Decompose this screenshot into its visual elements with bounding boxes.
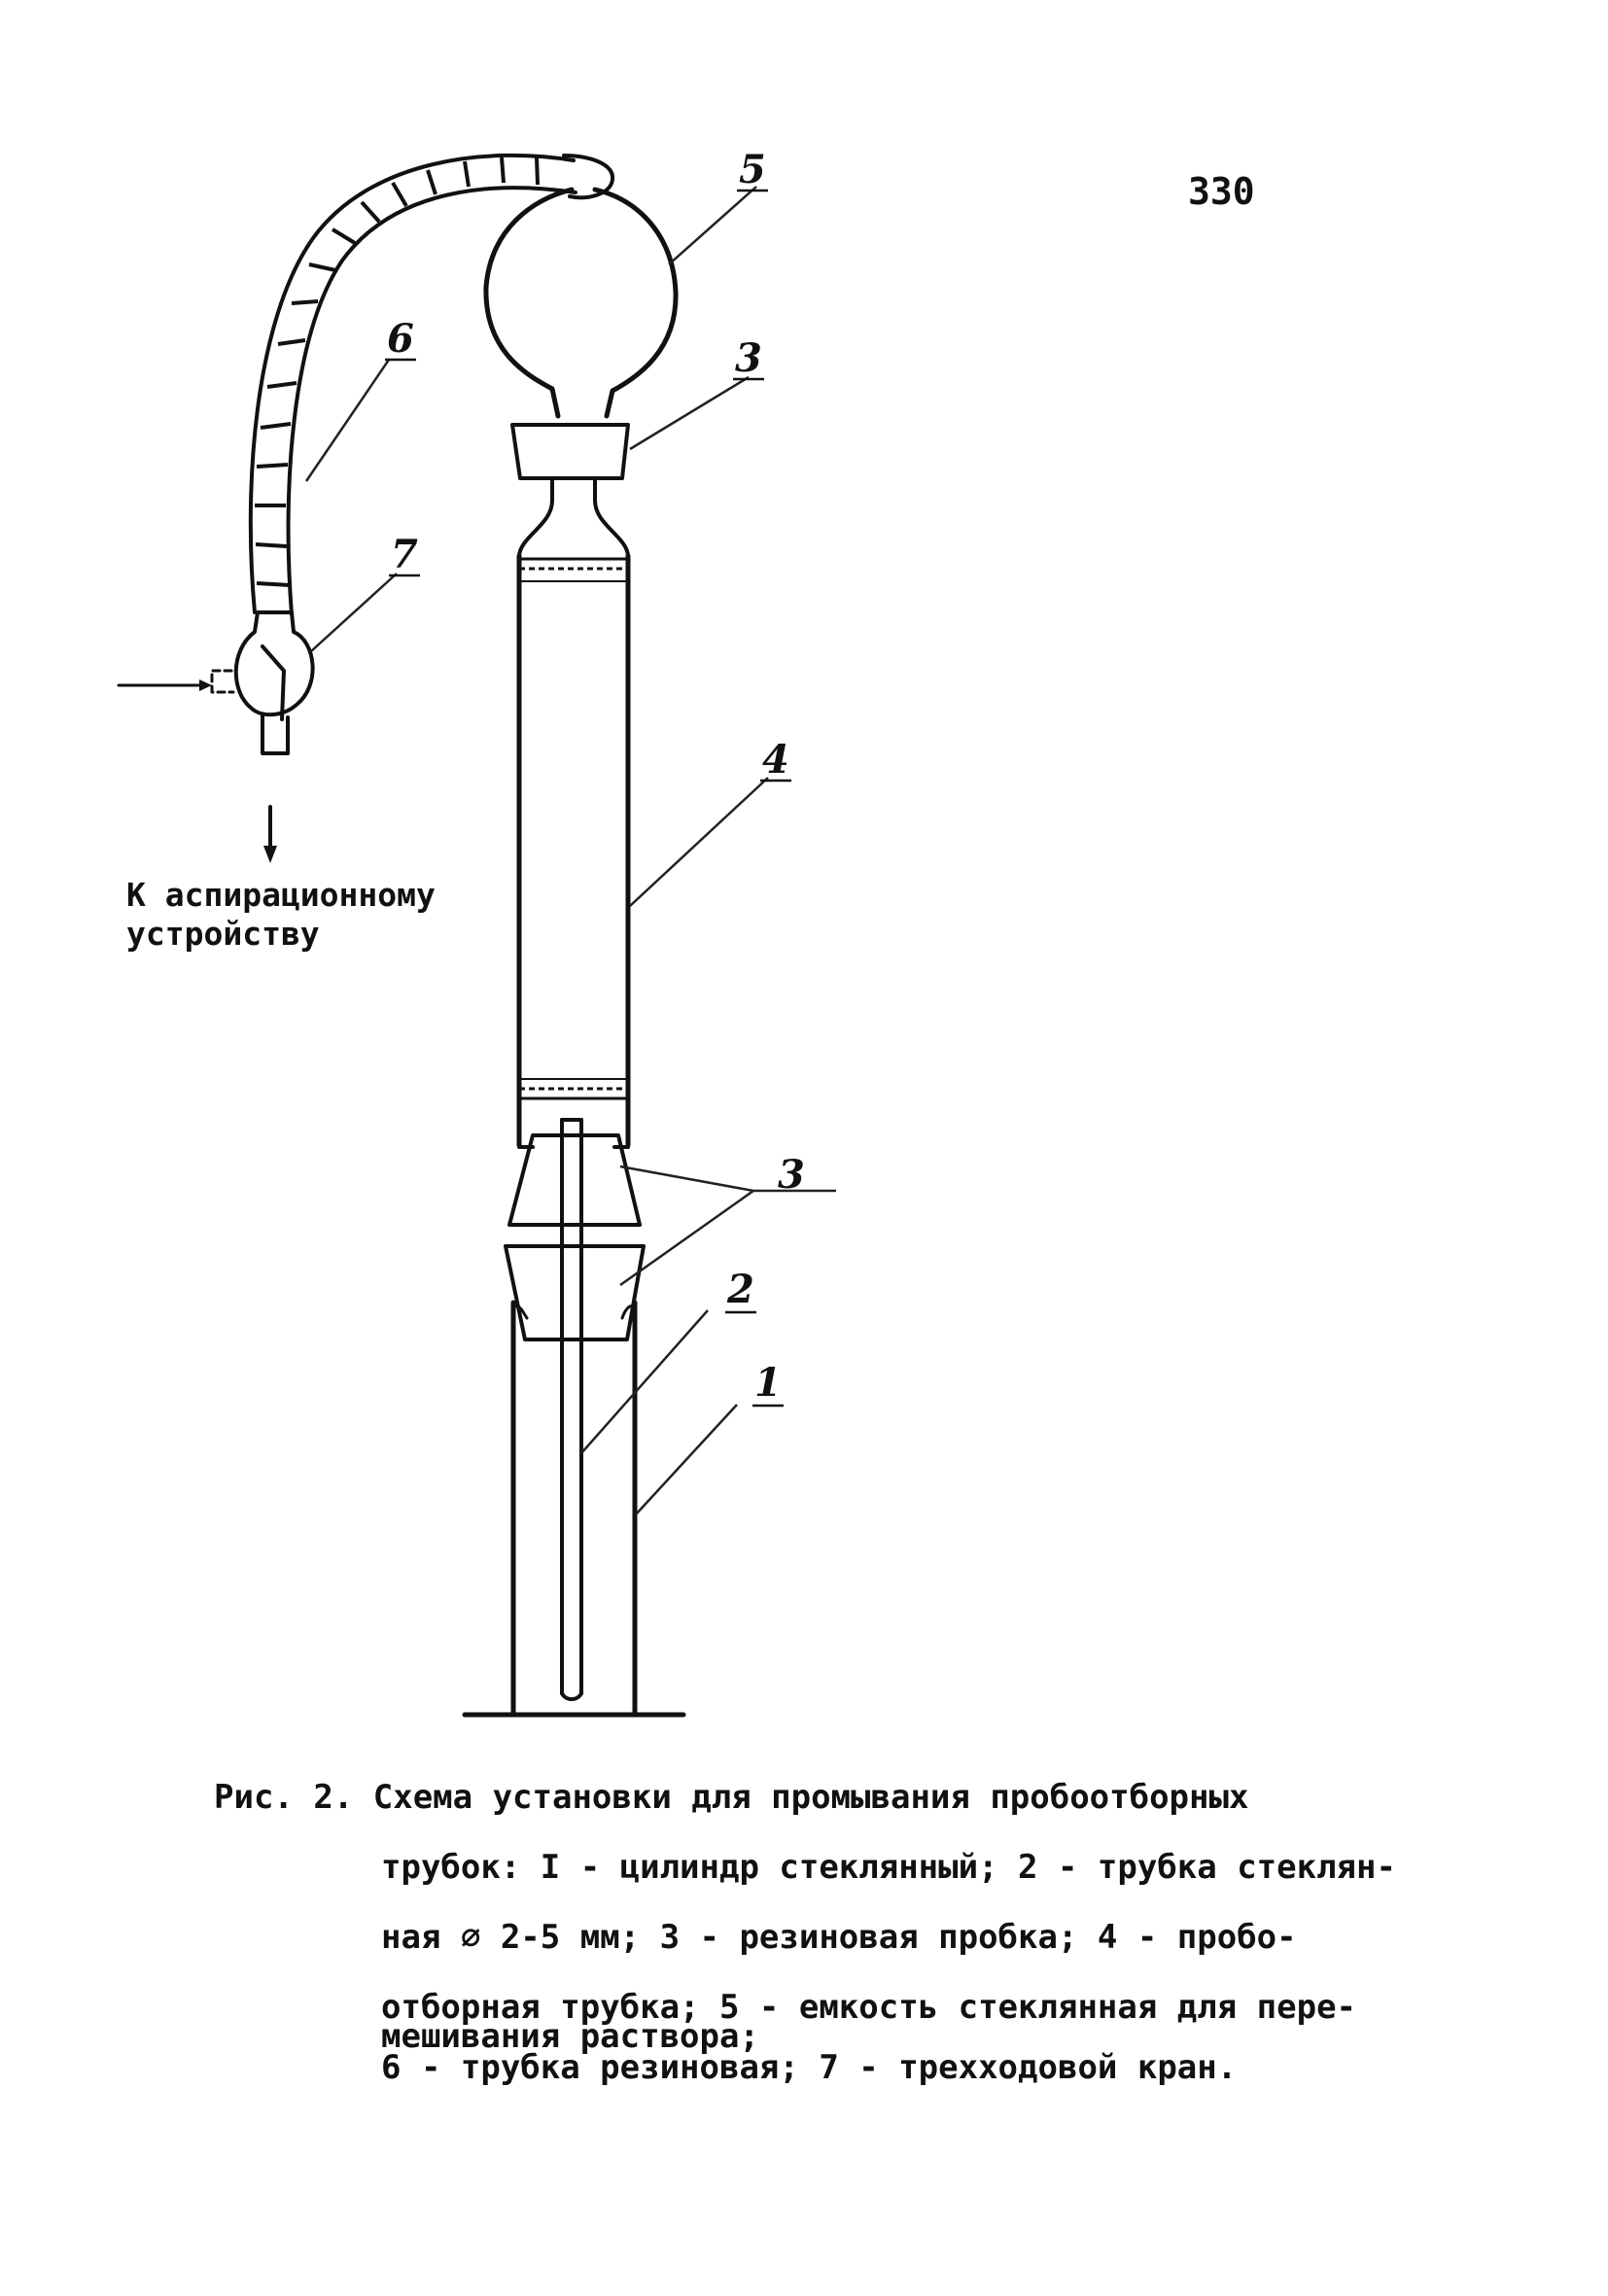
leader-sampling-tube [629, 777, 769, 907]
mixing-flask [483, 187, 679, 419]
three-way-valve [117, 610, 315, 863]
leader-inner-tube [580, 1309, 709, 1454]
leader-top-stopper [629, 375, 750, 451]
callout-sampling-tube: 4 [762, 737, 789, 783]
caption-line1: Рис. 2. Схема установки для промывания п… [214, 1778, 1248, 1817]
leader-flask [668, 186, 757, 265]
page-number: 330 [1188, 170, 1255, 213]
top-stopper [510, 423, 630, 480]
callout-stoppers: 3 [778, 1152, 805, 1198]
rubber-hose [248, 153, 615, 616]
caption-line4: отборная трубка; 5 - емкость стеклянная … [381, 1988, 1356, 2027]
leader-stopper-b [619, 1189, 754, 1287]
middle-stopper [507, 1133, 642, 1227]
leader-lines [304, 186, 836, 1515]
leader-stopper-a [619, 1165, 754, 1193]
callout-hose: 6 [387, 316, 414, 362]
destination-line2: устройству [126, 915, 320, 953]
caption-line5: мешивания раствора; [381, 2017, 759, 2056]
inner-glass-tube [560, 1118, 583, 1701]
sampling-tube [516, 476, 631, 1149]
lower-stopper [504, 1244, 646, 1341]
leader-valve [310, 573, 398, 652]
glass-cylinder [462, 1300, 686, 1718]
destination-line1: К аспирационному [126, 876, 436, 914]
leader-cylinder [635, 1404, 738, 1515]
callout-flask: 5 [739, 147, 766, 192]
callout-inner-tube: 2 [726, 1267, 754, 1312]
figure-caption: Рис. 2. Схема установки для промывания п… [214, 1778, 1396, 2087]
callout-cylinder: 1 [754, 1360, 782, 1406]
hose-texture [255, 157, 540, 587]
callout-top-stopper: 3 [735, 335, 762, 381]
callout-valve: 7 [391, 532, 418, 577]
leader-hose [304, 359, 391, 482]
caption-line6: 6 - трубка резиновая; 7 - трехходовой кр… [381, 2048, 1237, 2087]
caption-line3: ная ∅ 2-5 мм; 3 - резиновая пробка; 4 - … [381, 1918, 1297, 1957]
caption-line2: трубок: I - цилиндр стеклянный; 2 - труб… [381, 1848, 1396, 1887]
